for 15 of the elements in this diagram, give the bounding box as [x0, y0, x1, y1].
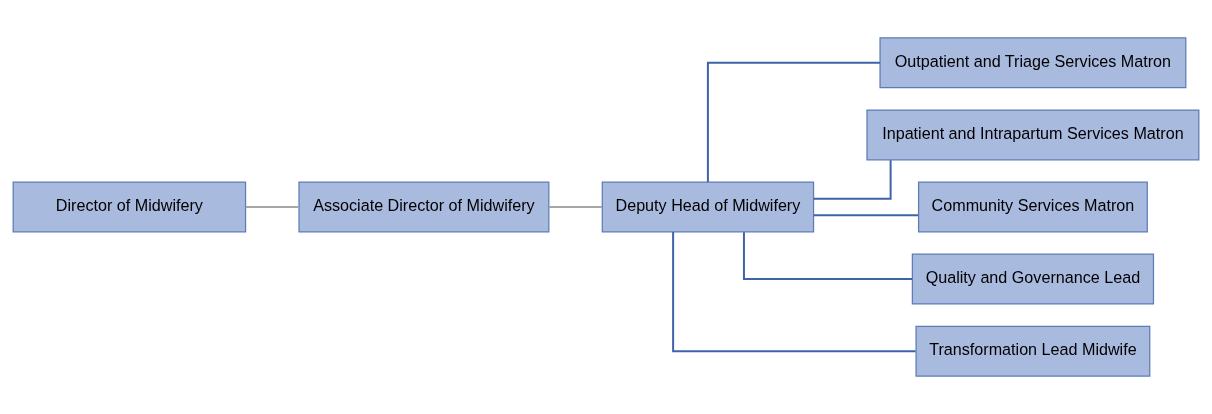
connector — [706, 61, 881, 183]
node-box: Transformation Lead Midwife — [915, 325, 1151, 377]
connector — [812, 214, 920, 217]
node-box: Inpatient and Intrapartum Services Matron — [866, 109, 1200, 161]
connector — [547, 206, 603, 208]
connector — [244, 206, 300, 208]
connector — [672, 231, 917, 353]
node-box: Community Services Matron — [917, 181, 1148, 233]
node-box: Associate Director of Midwifery — [298, 181, 550, 233]
connector — [742, 231, 914, 281]
node-box: Outpatient and Triage Services Matron — [879, 37, 1187, 89]
node-box: Quality and Governance Lead — [911, 253, 1155, 305]
node-box: Director of Midwifery — [12, 181, 247, 233]
node-box: Deputy Head of Midwifery — [601, 181, 815, 233]
connector — [812, 159, 892, 200]
